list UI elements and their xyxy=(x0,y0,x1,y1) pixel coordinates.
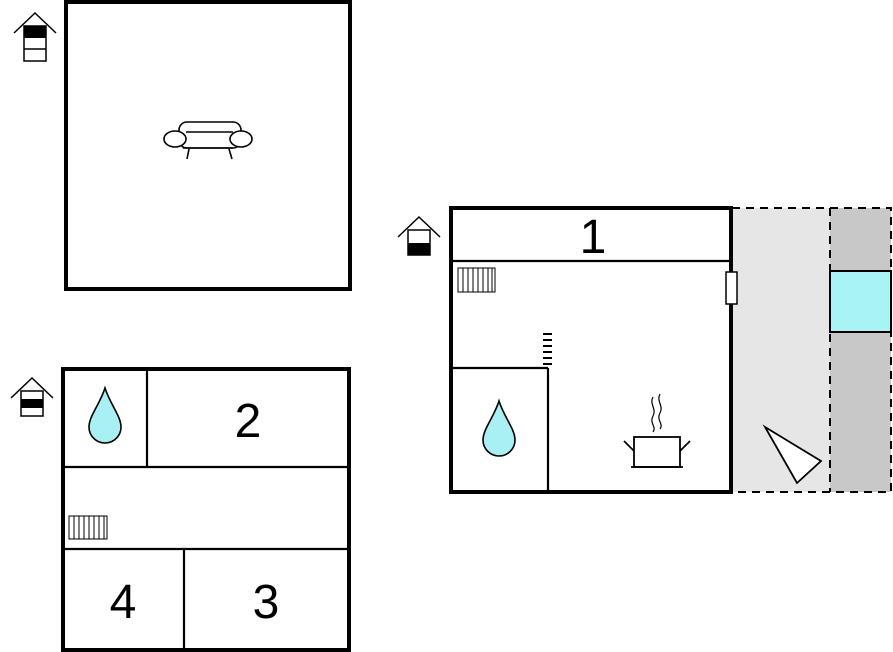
room-number-2: 2 xyxy=(235,395,262,448)
cooking-pot-icon xyxy=(623,393,691,468)
terrace-strip xyxy=(830,208,891,492)
room-number-3: 3 xyxy=(253,576,280,629)
upper-floor xyxy=(13,0,352,291)
radiator-icon xyxy=(68,515,108,540)
sofa-icon xyxy=(163,121,253,160)
room-number-4: 4 xyxy=(110,576,137,629)
house-upper-floor-icon xyxy=(13,11,57,62)
middle-floor: 2 4 3 xyxy=(10,367,351,652)
ground-floor-outline xyxy=(449,206,733,494)
house-middle-floor-icon xyxy=(10,376,54,417)
middle-floor-outline xyxy=(61,367,351,652)
stairs-icon xyxy=(543,333,552,365)
house-ground-floor-icon xyxy=(397,215,441,256)
room-number-1: 1 xyxy=(580,211,607,264)
sun-lounger-icon xyxy=(762,424,823,485)
living-room-upper xyxy=(64,0,352,291)
pool-icon xyxy=(829,270,892,333)
ground-floor: 1 xyxy=(397,206,892,494)
water-drop-icon xyxy=(88,385,122,444)
radiator-icon xyxy=(457,267,496,293)
water-drop-icon xyxy=(482,398,516,457)
door-icon xyxy=(725,271,738,305)
